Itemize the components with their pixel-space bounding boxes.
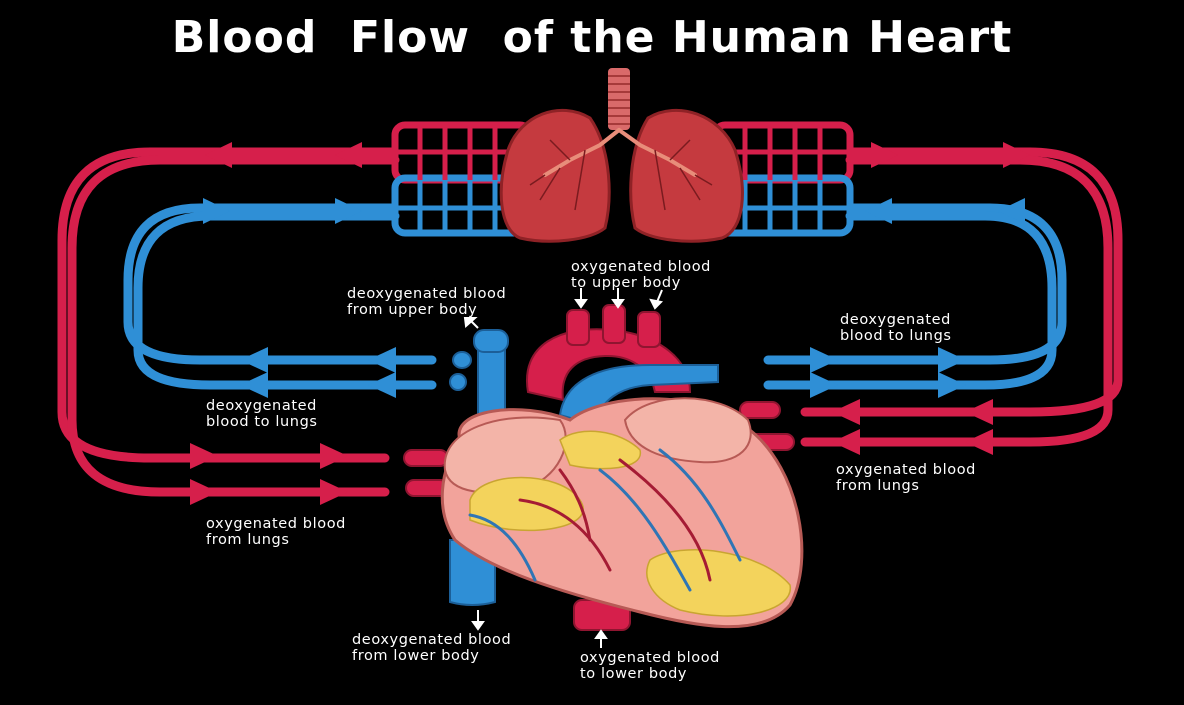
- label-oxygenated-to-lower-body: oxygenated blood to lower body: [580, 650, 720, 682]
- arrow-right-icon: [320, 443, 348, 469]
- left-atrium: [623, 397, 752, 464]
- arrow-right-icon: [1003, 142, 1030, 168]
- label-line: deoxygenated: [206, 398, 317, 414]
- arrow-left-icon: [865, 198, 892, 224]
- label-line: to upper body: [571, 275, 681, 291]
- label-deoxygenated-from-lower-body: deoxygenated blood from lower body: [352, 632, 511, 664]
- arrow-left-icon: [205, 142, 232, 168]
- arrow-left-icon: [368, 372, 396, 398]
- arrow-left-icon: [368, 347, 396, 373]
- arrow-right-icon: [190, 443, 218, 469]
- label-line: blood to lungs: [206, 414, 318, 430]
- arrow-right-icon: [938, 347, 966, 373]
- arrow-left-icon: [965, 399, 993, 425]
- arrow-right-icon: [335, 198, 362, 224]
- label-line: deoxygenated blood: [352, 632, 512, 648]
- label-line: oxygenated blood: [206, 516, 346, 532]
- right-lung: [629, 108, 744, 243]
- arrow-left-icon: [240, 347, 268, 373]
- label-line: from lungs: [206, 532, 290, 548]
- label-line: from lungs: [836, 478, 920, 494]
- label-line: oxygenated blood: [580, 650, 720, 666]
- fat-deposit: [469, 476, 584, 532]
- arrow-right-icon: [810, 372, 838, 398]
- label-line: from lower body: [352, 648, 480, 664]
- arrow-right-icon: [203, 198, 230, 224]
- arrow-right-icon: [190, 479, 218, 505]
- pointer-arrows: [463, 288, 664, 648]
- label-line: oxygenated blood: [571, 259, 711, 275]
- oxygenated-circuit: [57, 147, 1123, 497]
- page-title: Blood Flow of the Human Heart: [171, 12, 1013, 63]
- label-oxygenated-to-upper-body: oxygenated blood to upper body: [571, 259, 711, 291]
- arrow-left-icon: [965, 429, 993, 455]
- trachea: [608, 68, 630, 130]
- arrow-right-icon: [320, 479, 348, 505]
- arrow-left-icon: [335, 142, 362, 168]
- arrow-left-icon: [240, 372, 268, 398]
- arrow-right-icon: [938, 372, 966, 398]
- label-deoxygenated-to-lungs-left: deoxygenated blood to lungs: [206, 398, 318, 430]
- arrow-right-icon: [871, 142, 898, 168]
- label-line: from upper body: [347, 302, 478, 318]
- arrow-left-icon: [832, 399, 860, 425]
- label-line: deoxygenated blood: [347, 286, 507, 302]
- arrow-left-icon: [832, 429, 860, 455]
- arrow-right-icon: [810, 347, 838, 373]
- label-oxygenated-from-lungs-right: oxygenated blood from lungs: [836, 462, 976, 494]
- fat-deposit: [646, 549, 791, 617]
- label-line: deoxygenated: [840, 312, 951, 328]
- label-line: to lower body: [580, 666, 688, 682]
- arrow-left-icon: [998, 198, 1025, 224]
- label-deoxygenated-from-upper-body: deoxygenated blood from upper body: [347, 286, 506, 318]
- heart-illustration: [403, 304, 804, 631]
- label-oxygenated-from-lungs-left: oxygenated blood from lungs: [206, 516, 346, 548]
- label-line: blood to lungs: [840, 328, 952, 344]
- flow-arrowheads: [190, 142, 1030, 505]
- label-line: oxygenated blood: [836, 462, 976, 478]
- label-deoxygenated-to-lungs-right: deoxygenated blood to lungs: [840, 312, 952, 344]
- lungs-illustration: [499, 68, 744, 243]
